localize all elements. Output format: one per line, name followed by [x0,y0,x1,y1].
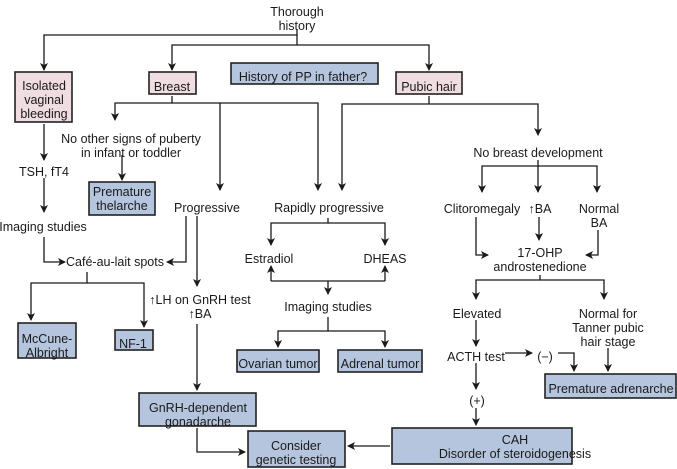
imaging-to-cafe-connector [43,237,66,266]
pubic-to-nobreast-connector [429,103,542,136]
nobreast-to-normalba-connector [538,165,601,193]
history-pp-father-label: History of PP in father? [239,70,367,84]
normal-tanner-label: hair stage [581,335,636,349]
consider-genetic-label: genetic testing [256,453,337,467]
premature-thelarche-label: Premature [93,185,151,199]
ohp-split-connector [472,275,541,300]
isolated-vaginal-bleeding-label: Isolated [22,79,66,93]
imaging-split-connector [274,317,329,348]
breast-label: Breast [154,80,191,94]
normal-ba-label: BA [591,216,608,230]
ovarian-tumor-box [236,349,320,373]
no-breast-dev-label: No breast development [473,146,603,160]
imaging-to-adrenal-connector [328,330,389,348]
lh-gnrh-label: ↑BA [189,307,213,321]
isolated-vaginal-bleeding-box [14,71,73,123]
cah-label: Disorder of steroidogenesis [439,447,591,461]
isolated-vaginal-bleeding-label: vaginal [24,93,64,107]
clito-to-ohp-connector [475,217,489,259]
consider-genetic-box [247,430,346,468]
normal-tanner-label: Normal for [579,307,637,321]
cah-box [391,427,573,465]
no-other-signs-label: No other signs of puberty [61,132,201,146]
mccune-albright-box [17,322,77,359]
imaging-studies-left-label: Imaging studies [0,220,87,234]
positive-label: (+) [469,394,485,408]
premature-thelarche-box [88,181,156,216]
lh-gnrh-label: ↑LH on GnRH test [149,293,251,307]
progressive-label: Progressive [174,201,240,215]
mccune-albright-label: McCune- [22,332,73,346]
history-to-bleeding-connector [40,30,298,71]
progressive-to-cafe-connector [166,216,187,266]
cafe-au-lait-label: Café-au-lait spots [66,255,164,269]
breast-to-rapid-connector [220,102,322,191]
estradiol-label: Estradiol [245,252,294,266]
neg-to-adrenarche-connector [558,352,578,372]
normal-tanner-label: Tanner pubic [572,321,644,335]
elevated-label: Elevated [453,307,502,321]
nf1-box [114,329,154,351]
pubic-hair-label: Pubic hair [401,80,457,94]
imaging-studies-mid-label: Imaging studies [284,300,372,314]
adrenal-tumor-box [337,349,423,373]
no-other-signs-label: in infant or toddler [81,146,181,160]
up-ba-label: ↑BA [529,202,553,216]
ohp-androstenedione-label: androstenedione [493,260,586,274]
rapid-to-dheas-connector [328,222,389,246]
premature-thelarche-label: thelarche [96,199,147,213]
history-to-breast-pubic-connector [168,35,298,71]
adrenal-tumor-label: Adrenal tumor [341,357,420,371]
nf1-label: NF-1 [119,337,147,351]
pubic-split-connector [338,96,430,191]
premature-adrenarche-label: Premature adrenarche [548,382,673,396]
cafe-to-nf1-connector [87,282,148,328]
pubic-hair-box [395,71,463,95]
nobreast-split-connector [478,160,539,193]
clitoromegaly-label: Clitoromegaly [444,202,521,216]
normal-ba-label: Normal [579,202,619,216]
rapid-split-connector [267,218,329,246]
mccune-albright-label: Albright [26,346,69,360]
history-pp-father-box [230,62,379,85]
acth-test-label: ACTH test [447,350,505,364]
history-to-pubic-connector [297,44,433,71]
ohp-androstenedione-label: 17-OHP [517,246,562,260]
gnrh-dependent-box [138,392,257,427]
breast-box [148,71,197,95]
consider-genetic-label: Consider [271,439,321,453]
cafe-split-connector [27,272,88,321]
negative-label: (−) [537,350,553,364]
isolated-vaginal-bleeding-label: bleeding [20,107,67,121]
gnrh-to-genetic-connector [196,428,246,456]
breast-split-connector [111,96,173,121]
thorough-history-label: Thorough [270,5,324,19]
gnrh-dependent-label: gonadarche [165,415,231,429]
normalba-to-ohp-connector [585,230,599,259]
ovarian-tumor-label: Ovarian tumor [238,357,317,371]
ohp-to-normal-connector [540,279,608,300]
gnrh-dependent-label: GnRH-dependent [149,401,248,415]
cah-label: CAH [502,433,528,447]
thorough-history-label: history [279,19,317,33]
tsh-ft4-label: TSH, fT4 [19,165,69,179]
rapidly-progressive-label: Rapidly progressive [274,201,384,215]
dheas-label: DHEAS [363,252,406,266]
premature-adrenarche-box [544,373,677,399]
